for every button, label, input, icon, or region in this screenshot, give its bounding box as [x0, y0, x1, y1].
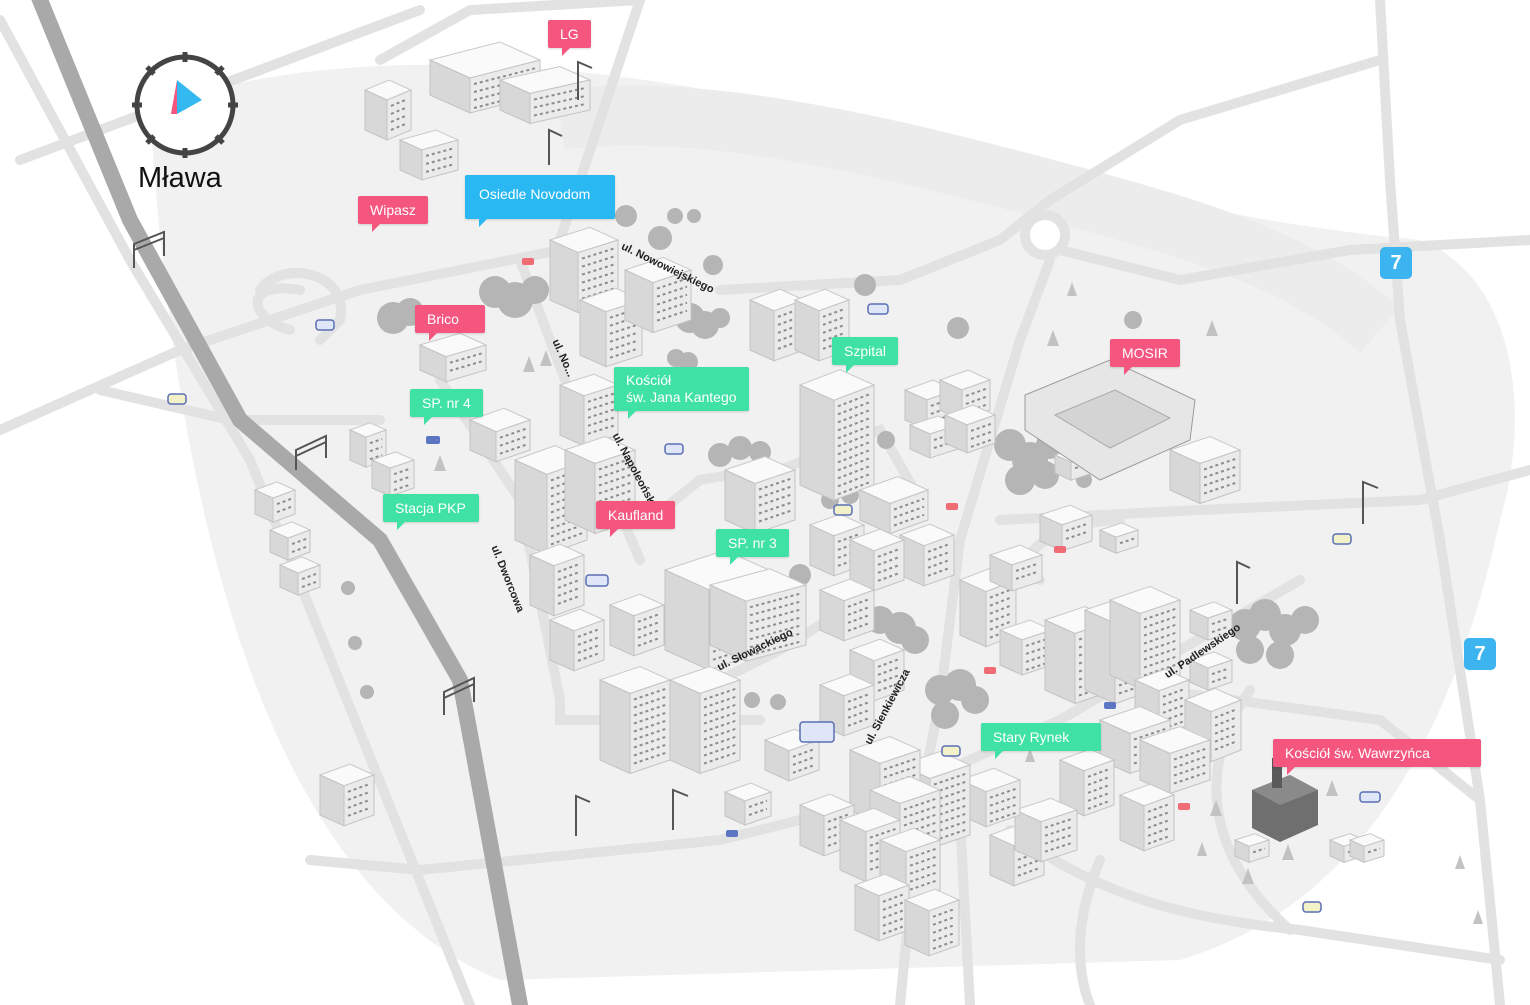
poi-mosir[interactable]: MOSIR [1110, 339, 1180, 375]
car-icon [167, 258, 1381, 913]
railway-gantry-icon [133, 230, 475, 715]
street-lamp-icon [548, 60, 1379, 836]
poi-stacja-pkp[interactable]: Stacja PKP [383, 494, 479, 530]
poi-sp-nr-4[interactable]: SP. nr 4 [410, 389, 483, 425]
church-icon [1252, 758, 1318, 842]
railway [31, 0, 529, 1005]
roundabout-icon [1020, 210, 1070, 260]
building-icon [253, 41, 1386, 957]
road-shield-icon: 7 [1380, 247, 1412, 279]
poi-kosciol-sw-wawrzynca[interactable]: Kościół św. Wawrzyńca [1273, 739, 1481, 775]
poi-brico[interactable]: Brico [415, 305, 485, 341]
poi-label-line: Kościół [626, 372, 672, 388]
poi-wipasz[interactable]: Wipasz [358, 196, 428, 232]
city-name: Mława [138, 162, 222, 194]
poi-lg[interactable]: LG [548, 20, 591, 56]
poi-sp-nr-3[interactable]: SP. nr 3 [716, 529, 789, 565]
compass-icon [132, 52, 238, 158]
road-shield-icon: 7 [1464, 638, 1496, 670]
poi-osiedle-novodom[interactable]: Osiedle Novodom [465, 175, 615, 227]
poi-szpital[interactable]: Szpital [832, 337, 899, 373]
poi-label-line: św. Jana Kantego [626, 389, 737, 405]
poi-kaufland[interactable]: Kaufland [596, 501, 676, 537]
tree-icon [434, 282, 1483, 924]
poi-kosciol-jana-kantego[interactable]: Kościół św. Jana Kantego [614, 367, 749, 419]
poi-stary-rynek[interactable]: Stary Rynek [981, 723, 1101, 759]
